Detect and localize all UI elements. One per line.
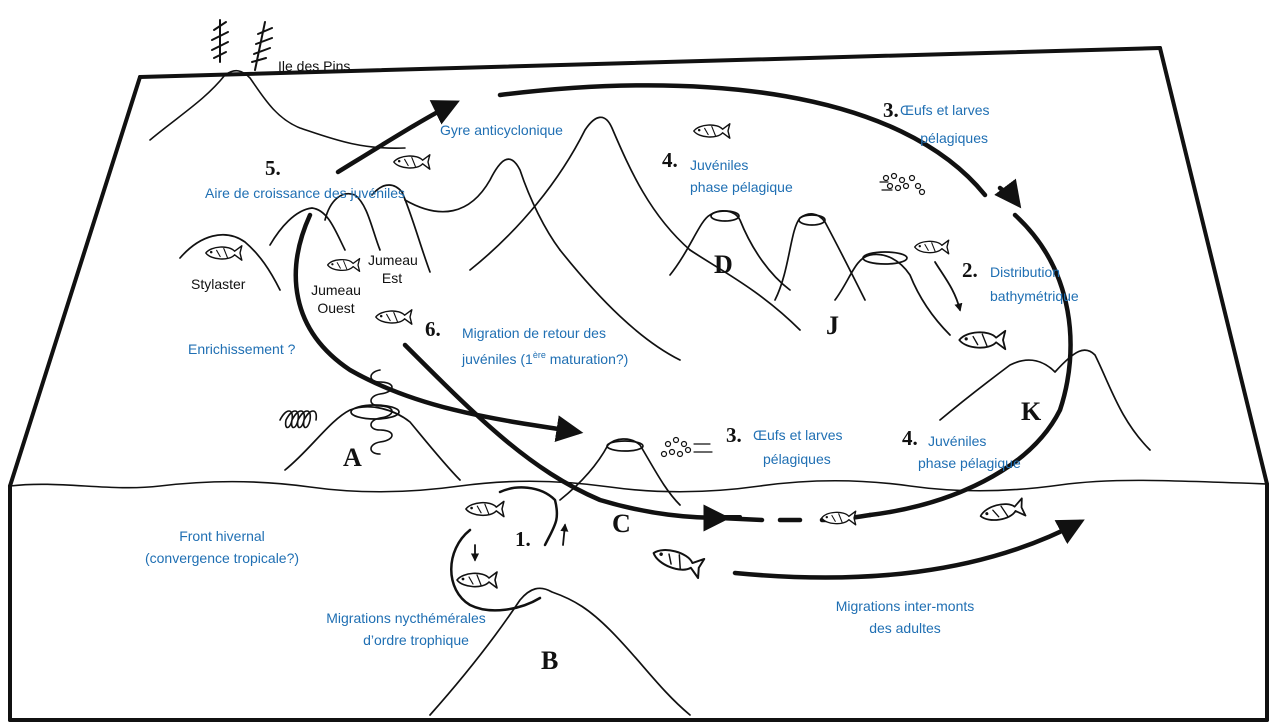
jumeau-ouest-label-line1: Jumeau [311, 282, 361, 298]
stage-1-number: 1. [515, 527, 531, 551]
stage-4-bottom-label-line1: Juvéniles [928, 433, 987, 449]
gyre-label: Gyre anticyclonique [440, 122, 563, 138]
nycthemeral-cycle [450, 486, 569, 612]
stylaster-label: Stylaster [191, 276, 246, 292]
enrichment-spirals [279, 369, 393, 455]
seamount-d: D [714, 250, 733, 279]
seamount-b: B [541, 646, 559, 675]
intermonts-label-line2: des adultes [869, 620, 941, 636]
juvenile-path-arrow [402, 342, 731, 532]
stage-3-bottom-label-line2: pélagiques [763, 451, 831, 467]
front-label-line2: (convergence tropicale?) [144, 550, 300, 566]
stage-6-label-line2: juvéniles (1ère maturation?) [462, 350, 629, 368]
seamounts [179, 116, 1151, 716]
return-migration-arrow [293, 212, 584, 443]
jumeau-ouest-label-line2: Ouest [317, 300, 355, 316]
stage-3-bottom-label-line1: Œufs et larves [753, 427, 843, 443]
stage-3-bottom-number: 3. [726, 423, 742, 447]
jumeau-est-label-line1: Jumeau [368, 252, 418, 268]
stage-3-top-number: 3. [883, 98, 899, 122]
stage-5-number: 5. [265, 156, 281, 180]
stage-5-label: Aire de croissance des juvéniles [205, 185, 405, 201]
enrichment-label: Enrichissement ? [188, 341, 296, 357]
stage-2-label-line1: Distribution [990, 264, 1061, 280]
stage-2-label-line2: bathymétrique [990, 288, 1079, 304]
stage-6-label-line1: Migration de retour des [462, 325, 606, 341]
egg-clusters [660, 172, 926, 458]
nycthemeral-label-line1: Migrations nycthémérales [326, 610, 486, 626]
block-outline [8, 46, 1269, 722]
stage-3-top-label-line2: pélagiques [920, 130, 988, 146]
seamount-j: J [826, 311, 839, 340]
stage-3-top-label-line1: Œufs et larves [900, 102, 990, 118]
stage-4-bottom-label-line2: phase pélagique [918, 455, 1021, 471]
seamount-a: A [343, 443, 362, 472]
bathymetric-arrow [934, 261, 963, 312]
stage-6-number: 6. [425, 317, 441, 341]
intermonts-label-line1: Migrations inter-monts [835, 598, 975, 614]
stage-2-number: 2. [962, 258, 978, 282]
stage-4-bottom-number: 4. [902, 426, 918, 450]
front-label-line1: Front hivernal [179, 528, 265, 544]
island-ile-des-pins [149, 19, 406, 150]
nycthemeral-label-line2: d’ordre trophique [363, 632, 469, 648]
stage-4-top-number: 4. [662, 148, 678, 172]
sea-surface [9, 479, 1268, 493]
inter-mont-arrow [732, 519, 1085, 580]
seamount-k: K [1021, 397, 1042, 426]
island-label: Ile des Pins [278, 58, 351, 74]
jumeau-est-label-line2: Est [381, 270, 403, 286]
seamount-c: C [612, 509, 631, 538]
stage-4-top-label-line2: phase pélagique [690, 179, 793, 195]
stage-4-top-label-line1: Juvéniles [690, 157, 749, 173]
